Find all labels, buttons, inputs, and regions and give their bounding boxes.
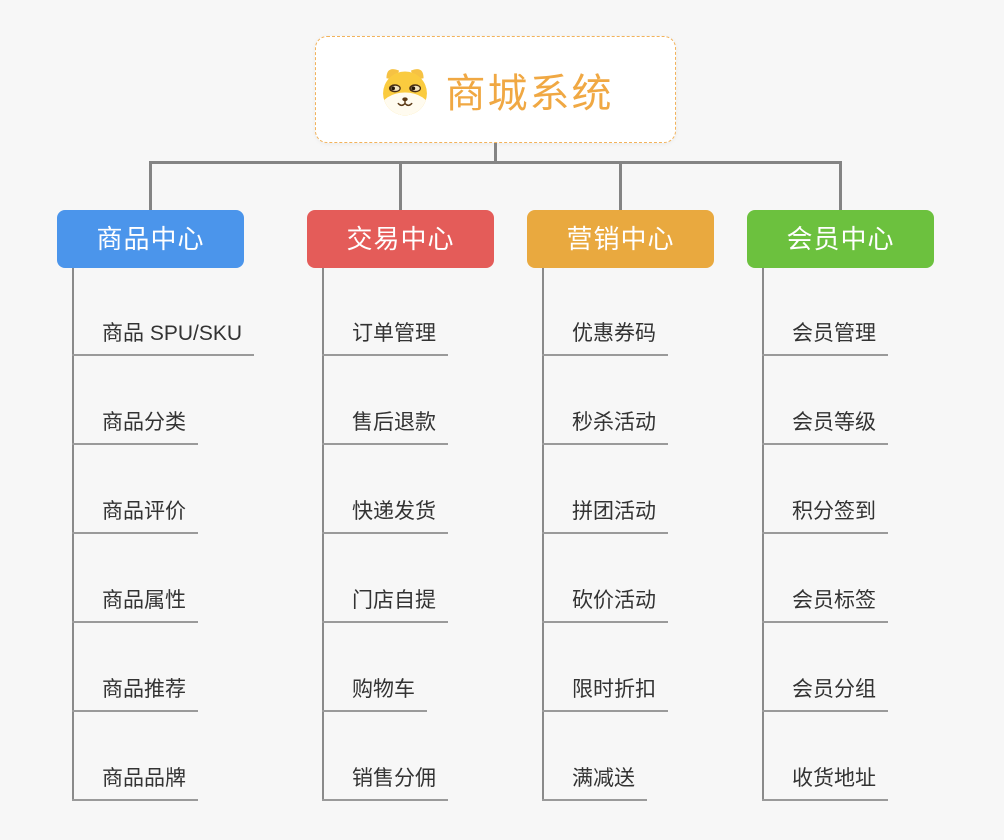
topic-item-bargain-activity[interactable]: 砍价活动	[542, 587, 668, 623]
topic-item-express-delivery[interactable]: 快递发货	[322, 498, 448, 534]
connector-drop-marketing	[619, 161, 622, 210]
topic-item-store-pickup[interactable]: 门店自提	[322, 587, 448, 623]
branch-spine-marketing	[542, 268, 544, 801]
topic-item-after-sales-refund[interactable]: 售后退款	[322, 409, 448, 445]
topic-item-flash-sale[interactable]: 秒杀活动	[542, 409, 668, 445]
connector-drop-member	[839, 161, 842, 210]
connector-drop-product	[149, 161, 152, 210]
topic-item-member-tag[interactable]: 会员标签	[762, 587, 888, 623]
root-topic-node[interactable]: 商城系统	[315, 36, 676, 143]
topic-item-shipping-address[interactable]: 收货地址	[762, 765, 888, 801]
branch-node-member-center[interactable]: 会员中心	[747, 210, 934, 268]
topic-item-shopping-cart[interactable]: 购物车	[322, 676, 427, 712]
branch-node-marketing-center[interactable]: 营销中心	[527, 210, 714, 268]
connector-drop-trade	[399, 161, 402, 210]
root-topic-title: 商城系统	[445, 71, 614, 116]
topic-item-member-group[interactable]: 会员分组	[762, 676, 888, 712]
connector-root-stem	[494, 143, 497, 163]
branch-spine-trade	[322, 268, 324, 801]
topic-item-member-level[interactable]: 会员等级	[762, 409, 888, 445]
connector-horizontal-bar	[149, 161, 842, 164]
branch-node-trade-center[interactable]: 交易中心	[307, 210, 494, 268]
topic-item-product-recommend[interactable]: 商品推荐	[72, 676, 198, 712]
branch-node-product-center[interactable]: 商品中心	[57, 210, 244, 268]
topic-item-points-checkin[interactable]: 积分签到	[762, 498, 888, 534]
topic-item-product-spu-sku[interactable]: 商品 SPU/SKU	[72, 320, 255, 356]
topic-item-product-review[interactable]: 商品评价	[72, 498, 198, 534]
branch-spine-product	[72, 268, 74, 801]
branch-spine-member	[762, 268, 764, 801]
topic-item-sales-commission[interactable]: 销售分佣	[322, 765, 448, 801]
topic-item-product-attribute[interactable]: 商品属性	[72, 587, 198, 623]
topic-item-order-management[interactable]: 订单管理	[322, 320, 448, 356]
shiba-dog-icon	[378, 63, 432, 117]
topic-item-product-brand[interactable]: 商品品牌	[72, 765, 198, 801]
topic-item-product-category[interactable]: 商品分类	[72, 409, 198, 445]
topic-item-limited-time-discount[interactable]: 限时折扣	[542, 676, 668, 712]
topic-item-member-management[interactable]: 会员管理	[762, 320, 888, 356]
topic-item-group-buy[interactable]: 拼团活动	[542, 498, 668, 534]
topic-item-coupon-code[interactable]: 优惠券码	[542, 320, 668, 356]
topic-item-full-reduction[interactable]: 满减送	[542, 765, 647, 801]
